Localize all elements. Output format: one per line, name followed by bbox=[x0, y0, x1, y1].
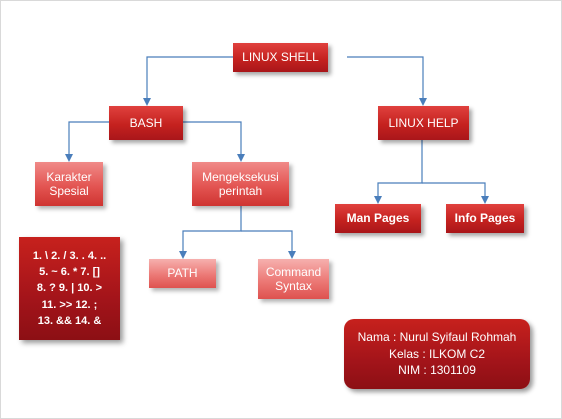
node-karakter-spesial: Karakter Spesial bbox=[35, 162, 103, 206]
node-linux-help: LINUX HELP bbox=[378, 106, 469, 140]
connector-bash-mengeksekusi bbox=[183, 121, 242, 160]
arrowhead-info bbox=[481, 196, 489, 204]
arrowhead-command bbox=[288, 251, 296, 259]
connector-exec-command bbox=[241, 230, 293, 257]
node-linux-shell-label: LINUX SHELL bbox=[242, 50, 319, 65]
spesial-list-text: 1. \ 2. / 3. . 4. .. 5. ~ 6. * 7. [] 8. … bbox=[32, 249, 107, 327]
node-info-pages-label: Info Pages bbox=[454, 211, 516, 226]
author-info-card: Nama : Nurul Syifaul Rohmah Kelas : ILKO… bbox=[344, 319, 530, 389]
arrowhead-path bbox=[179, 251, 187, 259]
node-mengeksekusi-line1: Mengeksekusi bbox=[202, 169, 279, 184]
connector-shell-help bbox=[347, 56, 424, 104]
connector-exec-path bbox=[182, 206, 242, 257]
node-man-pages: Man Pages bbox=[335, 204, 421, 233]
node-linux-help-label: LINUX HELP bbox=[388, 115, 459, 130]
node-man-pages-label: Man Pages bbox=[346, 211, 410, 226]
connector-bash-karakter bbox=[68, 121, 110, 160]
node-karakter-line1: Karakter bbox=[46, 169, 92, 184]
node-path: PATH bbox=[149, 259, 216, 288]
arrowhead-bash bbox=[143, 98, 151, 106]
node-karakter-line2: Spesial bbox=[49, 184, 89, 198]
node-mengeksekusi-line2: perintah bbox=[218, 184, 263, 198]
connector-help-info bbox=[422, 182, 486, 202]
connector-help-man bbox=[377, 140, 423, 202]
node-linux-shell: LINUX SHELL bbox=[233, 43, 328, 72]
node-spesial-list: 1. \ 2. / 3. . 4. .. 5. ~ 6. * 7. [] 8. … bbox=[19, 237, 120, 340]
node-info-pages: Info Pages bbox=[446, 204, 524, 233]
node-command-syntax: Command Syntax bbox=[258, 259, 329, 299]
node-mengeksekusi: Mengeksekusi perintah bbox=[192, 162, 289, 206]
node-bash: BASH bbox=[109, 106, 183, 140]
arrowhead-help bbox=[419, 98, 427, 106]
author-nim: NIM : 1301109 bbox=[398, 363, 476, 378]
arrowhead-karakter bbox=[65, 154, 73, 162]
node-command-line2: Syntax bbox=[275, 279, 312, 293]
author-kelas: Kelas : ILKOM C2 bbox=[388, 346, 486, 361]
node-path-label: PATH bbox=[167, 266, 198, 281]
node-bash-label: BASH bbox=[129, 115, 163, 130]
author-nama: Nama : Nurul Syifaul Rohmah bbox=[357, 329, 517, 344]
arrowhead-man bbox=[374, 196, 382, 204]
node-command-line1: Command bbox=[265, 264, 322, 279]
arrowhead-mengeksekusi bbox=[237, 154, 245, 162]
